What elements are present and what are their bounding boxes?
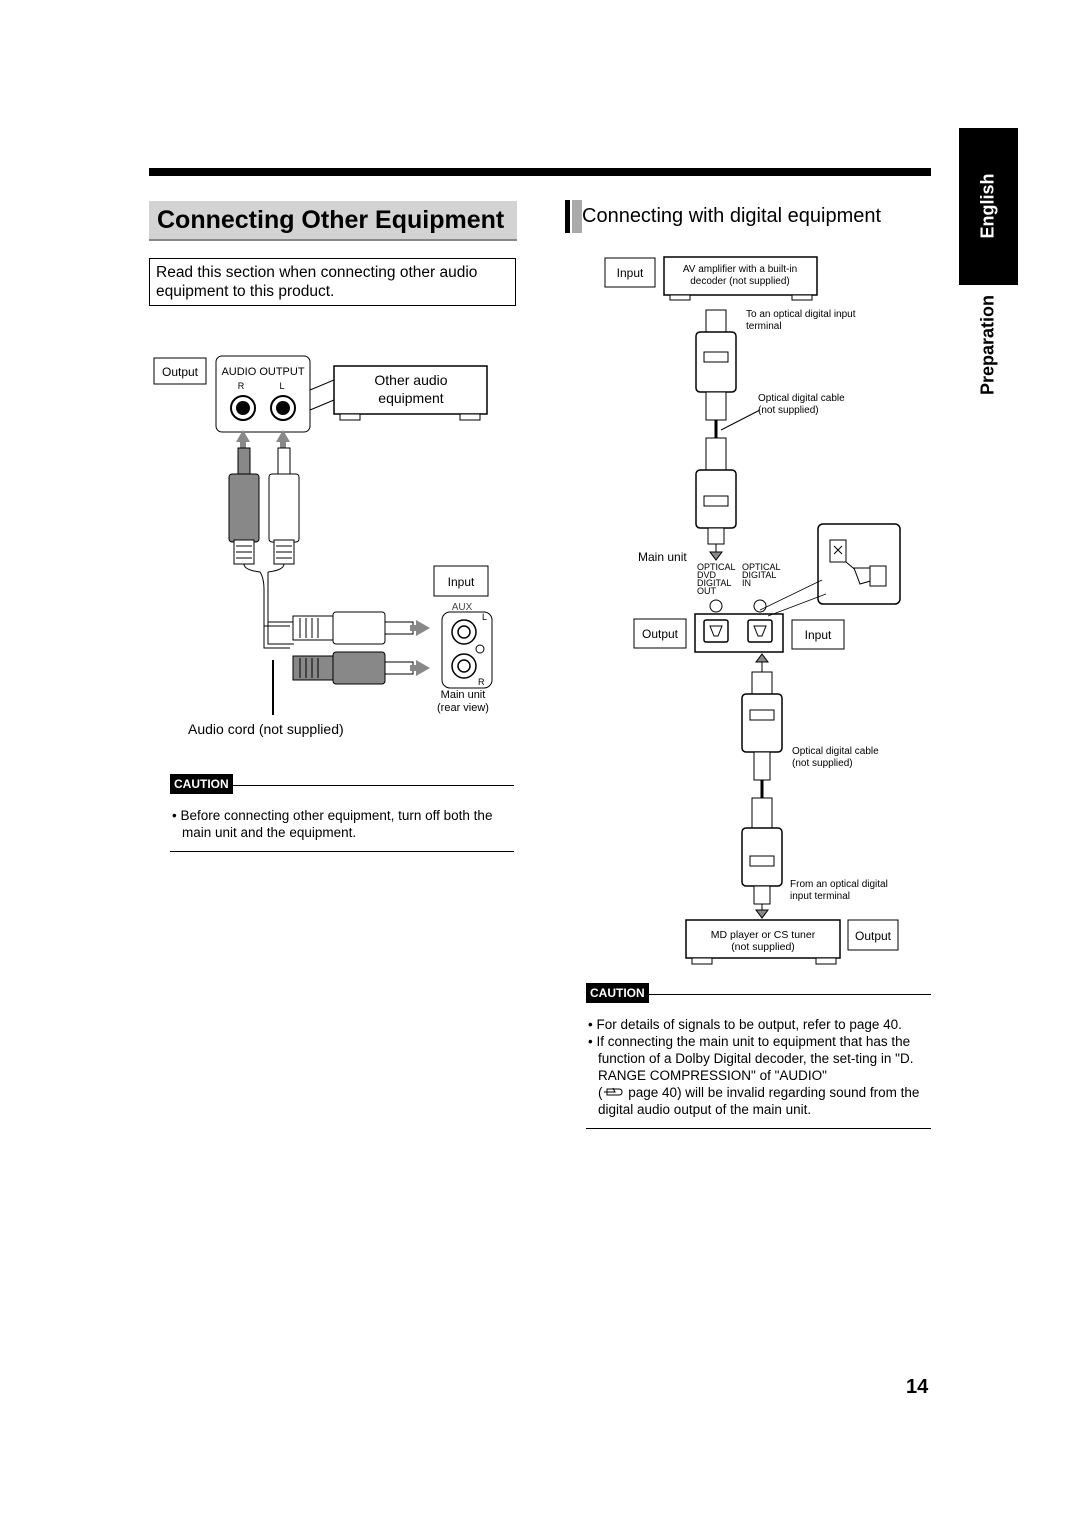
- section-title: Connecting with digital equipment: [582, 205, 882, 227]
- arrow-down-icon: [709, 544, 723, 561]
- arrow-up-icon: [236, 430, 250, 450]
- svg-text:R: R: [478, 677, 485, 687]
- aux-label: AUX: [452, 602, 473, 613]
- optical-cable-label: Optical digital cable: [792, 746, 879, 757]
- rear-view-label: (rear view): [437, 702, 489, 714]
- svg-text:(not supplied): (not supplied): [758, 405, 819, 416]
- rca-plug-red-cable: [228, 447, 260, 565]
- callout-lines: [309, 379, 335, 411]
- svg-text:AUDIO OUTPUT: AUDIO OUTPUT: [221, 366, 304, 378]
- svg-text:Other audio: Other audio: [374, 372, 447, 388]
- page-number: 14: [906, 1376, 929, 1398]
- cap-removal-inset: [759, 523, 901, 617]
- arrow-up-icon: [755, 653, 769, 672]
- digital-connection-diagram: Input AV amplifier with a built-in decod…: [604, 256, 901, 965]
- optical-plug-bottom-1: [741, 671, 783, 781]
- svg-text:decoder (not supplied): decoder (not supplied): [690, 276, 790, 287]
- svg-text:L: L: [279, 381, 284, 391]
- caution-right: CAUTION • For details of signals to be o…: [586, 983, 931, 1129]
- intro-text: Read this section when connecting other …: [156, 264, 478, 300]
- caution-right-notes: • For details of signals to be output, r…: [586, 1016, 931, 1118]
- arrow-up-icon: [276, 430, 290, 450]
- input-tag: Input: [433, 565, 489, 597]
- svg-text:Input: Input: [805, 628, 832, 642]
- page-title-box: Connecting Other Equipment: [149, 201, 517, 241]
- caution-badge: CAUTION: [586, 983, 649, 1003]
- svg-text:AV amplifier with a built-in: AV amplifier with a built-in: [683, 264, 797, 275]
- page-title: Connecting Other Equipment: [157, 206, 505, 234]
- optical-plug-bottom-2: [741, 797, 783, 905]
- arrow-down-icon: [755, 904, 769, 919]
- svg-text:terminal: terminal: [746, 321, 782, 332]
- svg-text:DIGITAL: DIGITAL: [697, 578, 731, 588]
- intro-box: Read this section when connecting other …: [149, 258, 516, 306]
- svg-text:input terminal: input terminal: [790, 891, 850, 902]
- optical-terminal-panel: [694, 599, 784, 653]
- aux-jack-panel: L R: [441, 611, 493, 689]
- svg-text:IN: IN: [742, 578, 751, 588]
- heading-bar-dark: [565, 200, 570, 233]
- svg-text:DVD: DVD: [697, 570, 717, 580]
- heading-bar-grey: [572, 200, 582, 233]
- optical-plug-top-1: [695, 309, 737, 421]
- main-unit-label: Main unit: [638, 550, 687, 564]
- caution-right-item: • For details of signals to be output, r…: [588, 1017, 902, 1032]
- caution-left: CAUTION • Before connecting other equipm…: [170, 774, 514, 852]
- rca-plug-red-right: [292, 651, 430, 685]
- caution-badge: CAUTION: [170, 774, 233, 794]
- top-rule: [149, 168, 931, 176]
- svg-text:Input: Input: [448, 575, 475, 589]
- audio-cord-label: Audio cord (not supplied): [188, 721, 344, 737]
- svg-text:Output: Output: [642, 627, 679, 641]
- pointing-hand-icon: [603, 1087, 623, 1096]
- output-tag: Output: [153, 357, 207, 385]
- svg-text:L: L: [482, 612, 487, 622]
- from-optical-label: From an optical digital: [790, 879, 888, 890]
- svg-text:OPTICAL: OPTICAL: [697, 562, 736, 572]
- svg-text:(not supplied): (not supplied): [731, 941, 795, 953]
- svg-text:OPTICAL: OPTICAL: [742, 562, 781, 572]
- svg-text:equipment: equipment: [378, 390, 443, 406]
- svg-text:Output: Output: [855, 929, 892, 943]
- svg-text:Output: Output: [162, 365, 199, 379]
- audio-output-panel: AUDIO OUTPUT R L: [215, 355, 311, 433]
- language-tab: English: [959, 128, 1018, 285]
- svg-text:Input: Input: [617, 266, 644, 280]
- svg-text:R: R: [238, 381, 245, 391]
- output-tag-md: Output: [847, 919, 899, 951]
- rca-plug-white-right: [292, 611, 430, 645]
- caution-right-item: • If connecting the main unit to equipme…: [588, 1034, 920, 1117]
- output-tag: Output: [633, 618, 687, 649]
- audio-cable-wires: [243, 563, 294, 649]
- arrow-right-icon: [410, 660, 430, 676]
- other-audio-equipment-box: Other audio equipment: [333, 365, 488, 421]
- md-player-box: MD player or CS tuner (not supplied): [685, 919, 841, 965]
- input-tag-right: Input: [791, 619, 845, 650]
- svg-text:(not supplied): (not supplied): [792, 758, 853, 769]
- rca-plug-white-cable: [268, 447, 300, 565]
- to-optical-label: To an optical digital input: [746, 309, 856, 320]
- av-amplifier-box: AV amplifier with a built-in decoder (no…: [663, 256, 818, 301]
- arrow-right-icon: [410, 620, 430, 636]
- optical-plug-top-2: [695, 437, 737, 545]
- caution-left-item: • Before connecting other equipment, tur…: [172, 808, 493, 840]
- language-tab-label: English: [977, 173, 998, 239]
- chapter-label: Preparation: [977, 294, 998, 396]
- main-unit-label: Main unit: [441, 689, 486, 701]
- caution-left-notes: • Before connecting other equipment, tur…: [170, 807, 514, 841]
- svg-text:DIGITAL: DIGITAL: [742, 570, 776, 580]
- optical-cable-label: Optical digital cable: [758, 393, 845, 404]
- input-tag: Input: [604, 257, 656, 288]
- svg-text:OUT: OUT: [697, 586, 717, 596]
- svg-text:MD player or CS tuner: MD player or CS tuner: [711, 929, 816, 941]
- analog-connection-diagram: Output AUDIO OUTPUT R L Other audio equi…: [153, 355, 493, 737]
